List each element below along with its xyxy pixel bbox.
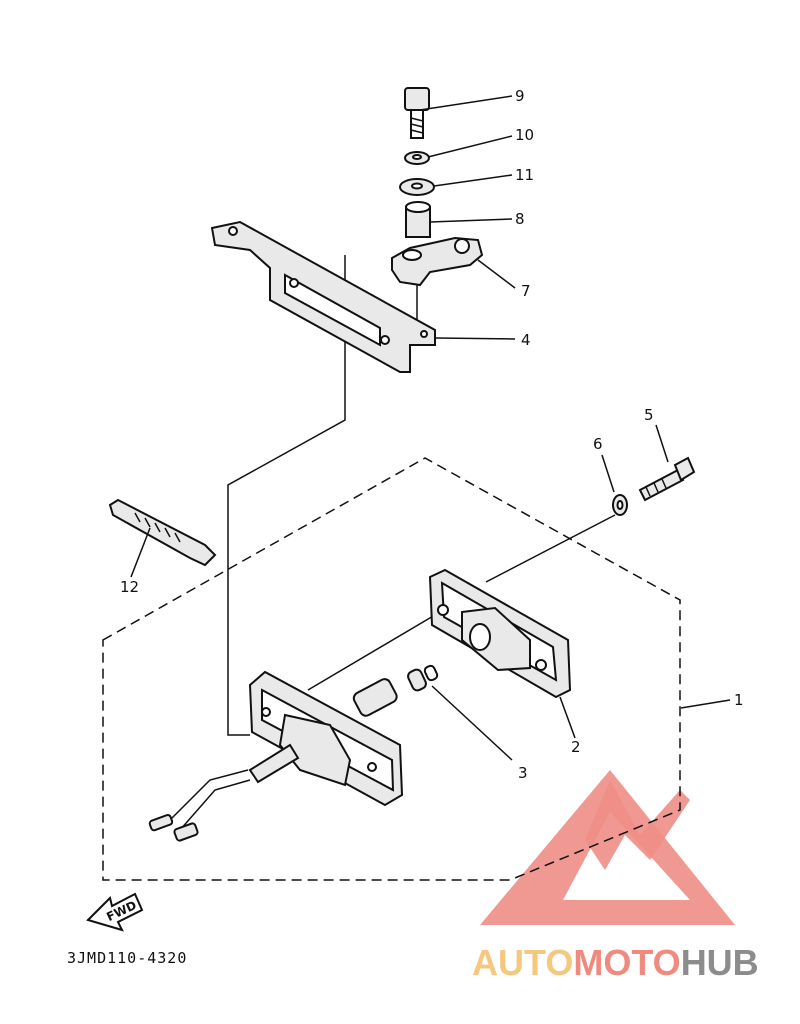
leader-10 (427, 135, 513, 158)
watermark-text: AUTOMOTOHUB (472, 942, 759, 983)
part-4-bracket (210, 220, 436, 373)
callout-8: 8 (515, 210, 525, 228)
part-12-cable-tie (108, 498, 217, 567)
diagram-code: 3JMD110-4320 (67, 949, 187, 967)
watermark-moto: MOTO (573, 942, 680, 983)
leader-9 (419, 95, 513, 111)
reference-line-2 (307, 611, 441, 691)
callout-7: 7 (521, 282, 531, 300)
svg-text:AUTOMOTOHUB: AUTOMOTOHUB (472, 942, 759, 983)
leader-6 (601, 454, 615, 493)
reference-line-6 (485, 514, 616, 583)
watermark-logo (480, 770, 735, 925)
callout-4: 4 (521, 331, 531, 349)
reference-line-bracket (227, 255, 346, 736)
part-9-bolt (404, 87, 430, 139)
part-10-spring-washer (404, 151, 430, 165)
leader-11 (433, 174, 513, 187)
leader-4 (435, 337, 516, 340)
part-11-washer (399, 178, 435, 196)
callout-1: 1 (734, 691, 744, 709)
part-7-stay (391, 236, 484, 287)
callout-11: 11 (515, 166, 534, 184)
leader-12 (130, 527, 151, 578)
leader-8 (429, 218, 513, 223)
part-8-collar (405, 201, 431, 238)
callout-6: 6 (593, 435, 603, 453)
leader-2 (559, 696, 576, 739)
part-1-housing (148, 670, 404, 842)
watermark-auto: AUTO (472, 942, 573, 983)
callout-9: 9 (515, 87, 525, 105)
leader-3 (431, 685, 513, 761)
callout-3: 3 (518, 764, 528, 782)
part-5-screw (638, 456, 696, 502)
callout-10: 10 (515, 126, 534, 144)
assembly-boundary (102, 457, 681, 881)
leader-1 (680, 699, 731, 709)
callout-5: 5 (644, 406, 654, 424)
part-2-lens (428, 568, 572, 699)
leader-5 (655, 424, 669, 463)
leader-7 (477, 259, 516, 289)
part-3-bulb (407, 664, 439, 692)
callout-12: 12 (120, 578, 139, 596)
fwd-arrow-icon: FWD (86, 892, 144, 932)
callout-2: 2 (571, 738, 581, 756)
part-6-washer (612, 494, 628, 516)
watermark-hub: HUB (681, 942, 759, 983)
